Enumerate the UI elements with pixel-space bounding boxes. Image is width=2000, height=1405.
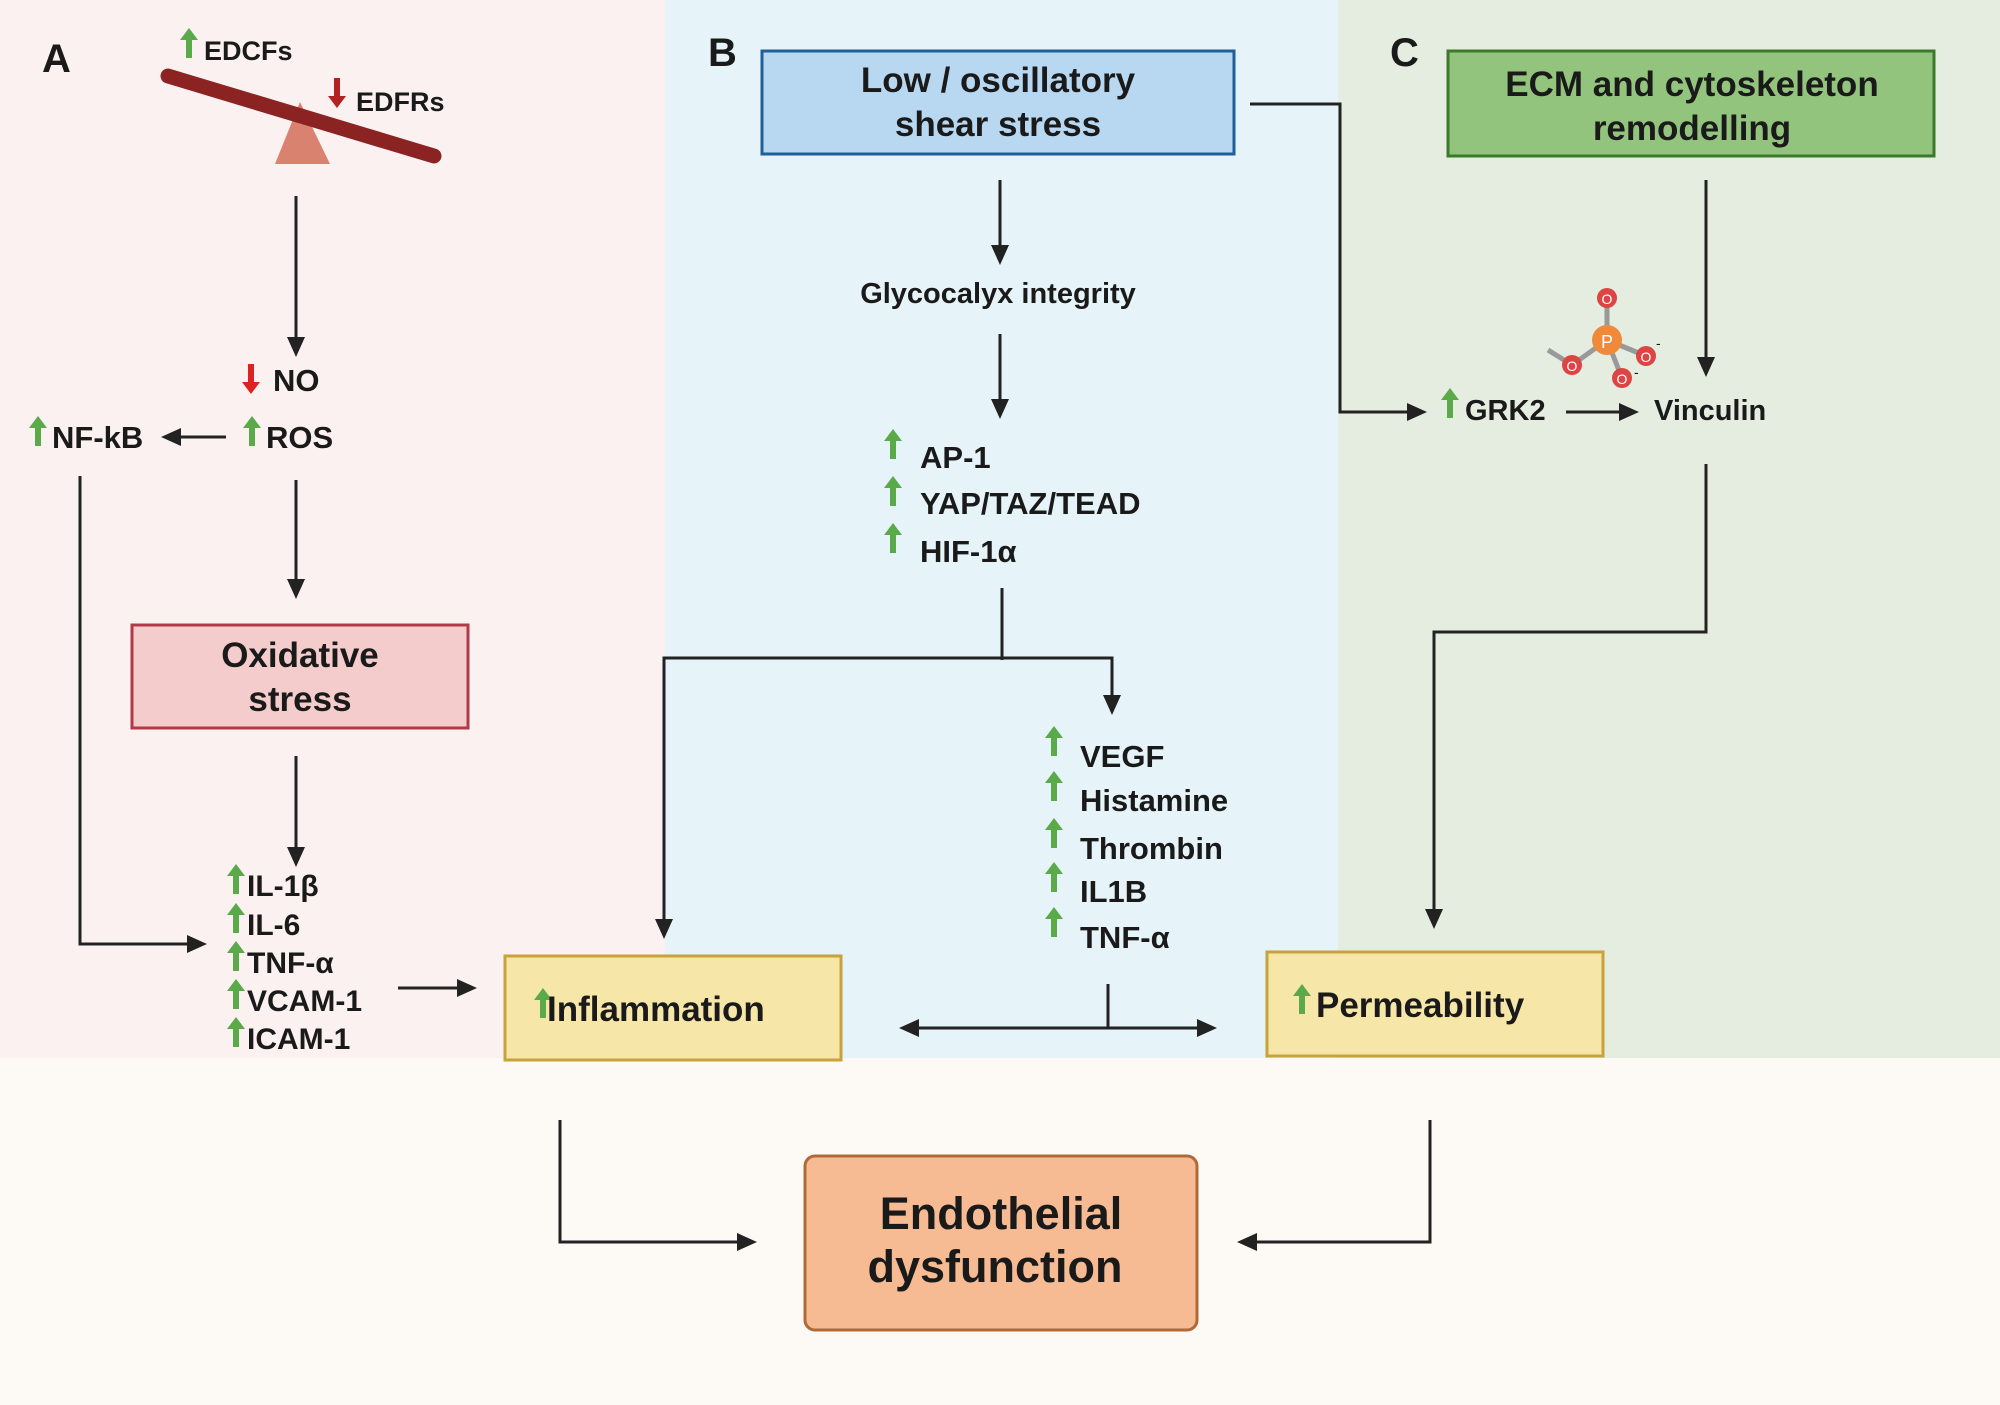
ecm-label-line1: ECM and cytoskeleton [1505, 65, 1878, 104]
no-label: NO [273, 363, 320, 398]
phosphate-p-label: P [1601, 332, 1613, 352]
mediator-item: VEGF [1080, 739, 1164, 774]
panel-c-background [1338, 0, 2000, 1058]
arrow-factors-to-inflammation [655, 656, 1064, 939]
cytokine-item: IL-1β [247, 870, 319, 903]
ros-label: ROS [266, 420, 333, 455]
panel-letter-a: A [42, 37, 71, 81]
arrow-inflammation-to-dysfunction [558, 1120, 757, 1251]
arrow-nfkb-to-cytokines [78, 476, 207, 953]
cytokine-item: ICAM-1 [247, 1023, 350, 1056]
arrow-permeability-to-dysfunction [1237, 1120, 1432, 1251]
grk2-label: GRK2 [1465, 395, 1546, 427]
edfrs-label: EDFRs [356, 87, 445, 117]
oxidative-stress-label-line1: Oxidative [221, 636, 379, 675]
vinculin-label: Vinculin [1654, 395, 1766, 427]
mediator-item: IL1B [1080, 874, 1147, 909]
permeability-label: Permeability [1316, 986, 1525, 1025]
arrow-vinculin-to-permeability [1425, 464, 1708, 929]
glycocalyx-label: Glycocalyx integrity [860, 278, 1136, 310]
ecm-box [1446, 49, 1936, 158]
cytokine-list: IL-1β IL-6 TNF-α VCAM-1 ICAM-1 [227, 864, 362, 1056]
inflammation-box [503, 954, 843, 1062]
panel-letter-c: C [1390, 31, 1419, 75]
mediator-item: TNF-α [1080, 920, 1170, 955]
phosphate-charge-label: - [1634, 364, 1639, 380]
oxidative-stress-box [130, 623, 470, 730]
phosphate-o-label: O [1602, 291, 1613, 307]
factor-item: YAP/TAZ/TEAD [920, 486, 1140, 521]
mediator-item: Thrombin [1080, 831, 1223, 866]
shear-stress-label-line2: shear stress [895, 105, 1101, 144]
cytokine-item: TNF-α [247, 947, 334, 980]
edcfs-label: EDCFs [204, 36, 293, 66]
phosphate-o-label: O [1641, 349, 1652, 365]
shear-stress-box [760, 49, 1236, 156]
factor-item: AP-1 [920, 440, 991, 475]
cytokine-item: VCAM-1 [247, 985, 362, 1018]
ecm-label-line2: remodelling [1593, 109, 1791, 148]
endothelial-dysfunction-label-line2: dysfunction [868, 1241, 1123, 1292]
factor-item: HIF-1α [920, 534, 1017, 569]
mediator-item: Histamine [1080, 783, 1228, 818]
permeability-box [1265, 950, 1605, 1058]
phosphate-molecule-icon: P O O O O - - [1546, 288, 1661, 388]
arrow-shear-to-grk2 [1250, 102, 1427, 421]
inflammation-label: Inflammation [547, 990, 765, 1029]
panel-a-background [0, 0, 665, 1058]
phosphate-charge-label: - [1656, 335, 1661, 351]
transcription-factor-list: AP-1 YAP/TAZ/TEAD HIF-1α [884, 429, 1140, 569]
shear-stress-label-line1: Low / oscillatory [861, 61, 1136, 100]
seesaw-icon [160, 68, 442, 164]
endothelial-dysfunction-label-line1: Endothelial [880, 1188, 1123, 1239]
cytokine-item: IL-6 [247, 909, 300, 942]
phosphate-o-label: O [1567, 358, 1578, 374]
panel-b-background [665, 0, 1338, 1058]
oxidative-stress-label-line2: stress [248, 680, 351, 719]
arrow-factors-to-mediators [950, 656, 1121, 715]
mediator-list: VEGF Histamine Thrombin IL1B TNF-α [1045, 726, 1228, 955]
phosphate-o-label: O [1617, 371, 1628, 387]
panel-letter-b: B [708, 31, 737, 75]
nfkb-label: NF-kB [52, 420, 143, 455]
endothelial-dysfunction-box [803, 1154, 1199, 1332]
